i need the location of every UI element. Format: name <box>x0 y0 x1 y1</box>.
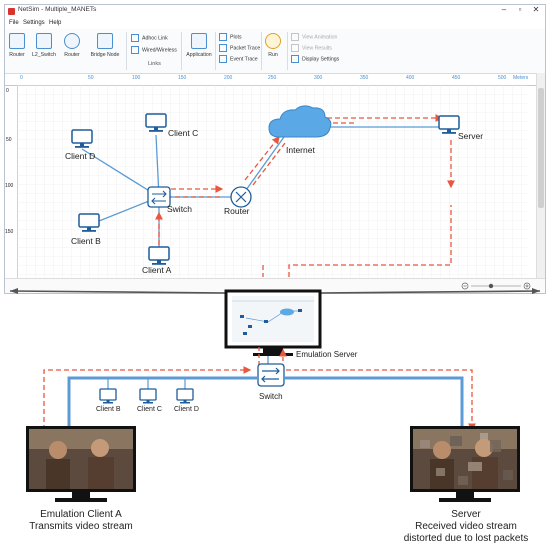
status-bar <box>5 278 545 293</box>
plots-button[interactable]: Plots <box>219 33 242 41</box>
ribbon: Router L2_Switch Router Bridge Node Adho… <box>5 29 545 74</box>
menu-file[interactable]: File <box>9 20 19 26</box>
view-results-button[interactable]: View Results <box>291 44 332 52</box>
ribbon-separator <box>181 32 182 70</box>
menu-bar: File Settings Help <box>5 19 545 29</box>
application-icon <box>191 33 207 49</box>
emulation-server-label: Emulation Server <box>296 350 358 359</box>
router-node[interactable] <box>230 186 252 208</box>
close-icon[interactable]: ✕ <box>532 5 540 14</box>
client-c-label: Client C <box>168 128 199 138</box>
window-title: NetSim - Multiple_MANETs <box>18 6 97 13</box>
link-switch-client-d[interactable] <box>81 148 160 198</box>
emulation-server-monitor <box>224 289 322 356</box>
link-switch-client-b[interactable] <box>88 196 160 226</box>
event-trace-button[interactable]: Event Trace <box>219 55 258 63</box>
settings-icon <box>291 55 299 63</box>
menu-settings[interactable]: Settings <box>23 20 45 26</box>
client-a-video-monitor <box>26 426 136 502</box>
zoom-slider[interactable] <box>461 282 531 290</box>
ribbon-separator <box>126 32 127 70</box>
switch-icon <box>36 33 52 49</box>
router-label: Router <box>224 206 250 216</box>
l2-switch-device-button[interactable]: L2_Switch <box>32 33 56 58</box>
router-icon <box>9 33 25 49</box>
animation-icon <box>291 33 299 41</box>
links-group-label: Links <box>148 61 161 67</box>
minimize-icon[interactable]: – <box>501 5 507 14</box>
router-icon <box>64 33 80 49</box>
router-device-button[interactable]: Router <box>8 33 26 58</box>
title-bar: NetSim - Multiple_MANETs – ▫ ✕ <box>5 5 545 19</box>
client-b-label: Client B <box>71 236 101 246</box>
bottom-client-b-label: Client B <box>96 406 121 413</box>
application-button[interactable]: Application <box>185 33 213 58</box>
link-icon <box>131 34 139 42</box>
bottom-client-c-label: Client C <box>137 406 162 413</box>
packet-trace-icon <box>219 44 227 52</box>
ribbon-separator <box>215 32 216 70</box>
netsim-window: NetSim - Multiple_MANETs – ▫ ✕ File Sett… <box>4 4 546 294</box>
bottom-switch-label: Switch <box>259 392 283 401</box>
internet-cloud-icon[interactable] <box>268 105 332 138</box>
wired-wireless-button[interactable]: Wired/Wireless <box>131 46 177 54</box>
app-icon <box>8 8 15 15</box>
link-router-internet[interactable] <box>240 129 290 198</box>
plots-icon <box>219 33 227 41</box>
maximize-icon[interactable]: ▫ <box>518 5 522 14</box>
ribbon-separator <box>261 32 262 70</box>
bridge-node-button[interactable]: Bridge Node <box>89 33 121 58</box>
run-button[interactable]: Run <box>264 33 282 58</box>
client-a-caption: Emulation Client A Transmits video strea… <box>29 509 133 532</box>
network-canvas[interactable] <box>17 85 527 280</box>
server-label: Server <box>458 131 484 141</box>
packet-trace-button[interactable]: Packet Trace <box>219 44 260 52</box>
menu-help[interactable]: Help <box>49 20 62 26</box>
event-trace-icon <box>219 55 227 63</box>
vertical-scrollbar[interactable] <box>536 73 545 280</box>
bridge-node-icon <box>97 33 113 49</box>
ribbon-separator <box>287 32 288 70</box>
switch-label: Switch <box>167 204 193 214</box>
bottom-client-d-label: Client D <box>174 406 199 413</box>
server-caption: Server Received video stream distorted d… <box>403 509 529 544</box>
run-icon <box>265 33 281 49</box>
client-d-label: Client D <box>65 151 96 161</box>
server-video-monitor <box>410 426 520 502</box>
internet-label: Internet <box>286 145 315 155</box>
client-a-label: Client A <box>142 265 172 275</box>
bottom-switch <box>257 363 285 387</box>
link-icon <box>131 46 139 54</box>
scrollbar-thumb[interactable] <box>538 88 544 208</box>
display-settings-button[interactable]: Display Settings <box>291 55 339 63</box>
adhoc-link-button[interactable]: Adhoc Link <box>131 34 168 42</box>
view-animation-button[interactable]: View Animation <box>291 33 337 41</box>
results-icon <box>291 44 299 52</box>
switch-node[interactable] <box>147 186 171 208</box>
router-button[interactable]: Router <box>61 33 83 58</box>
